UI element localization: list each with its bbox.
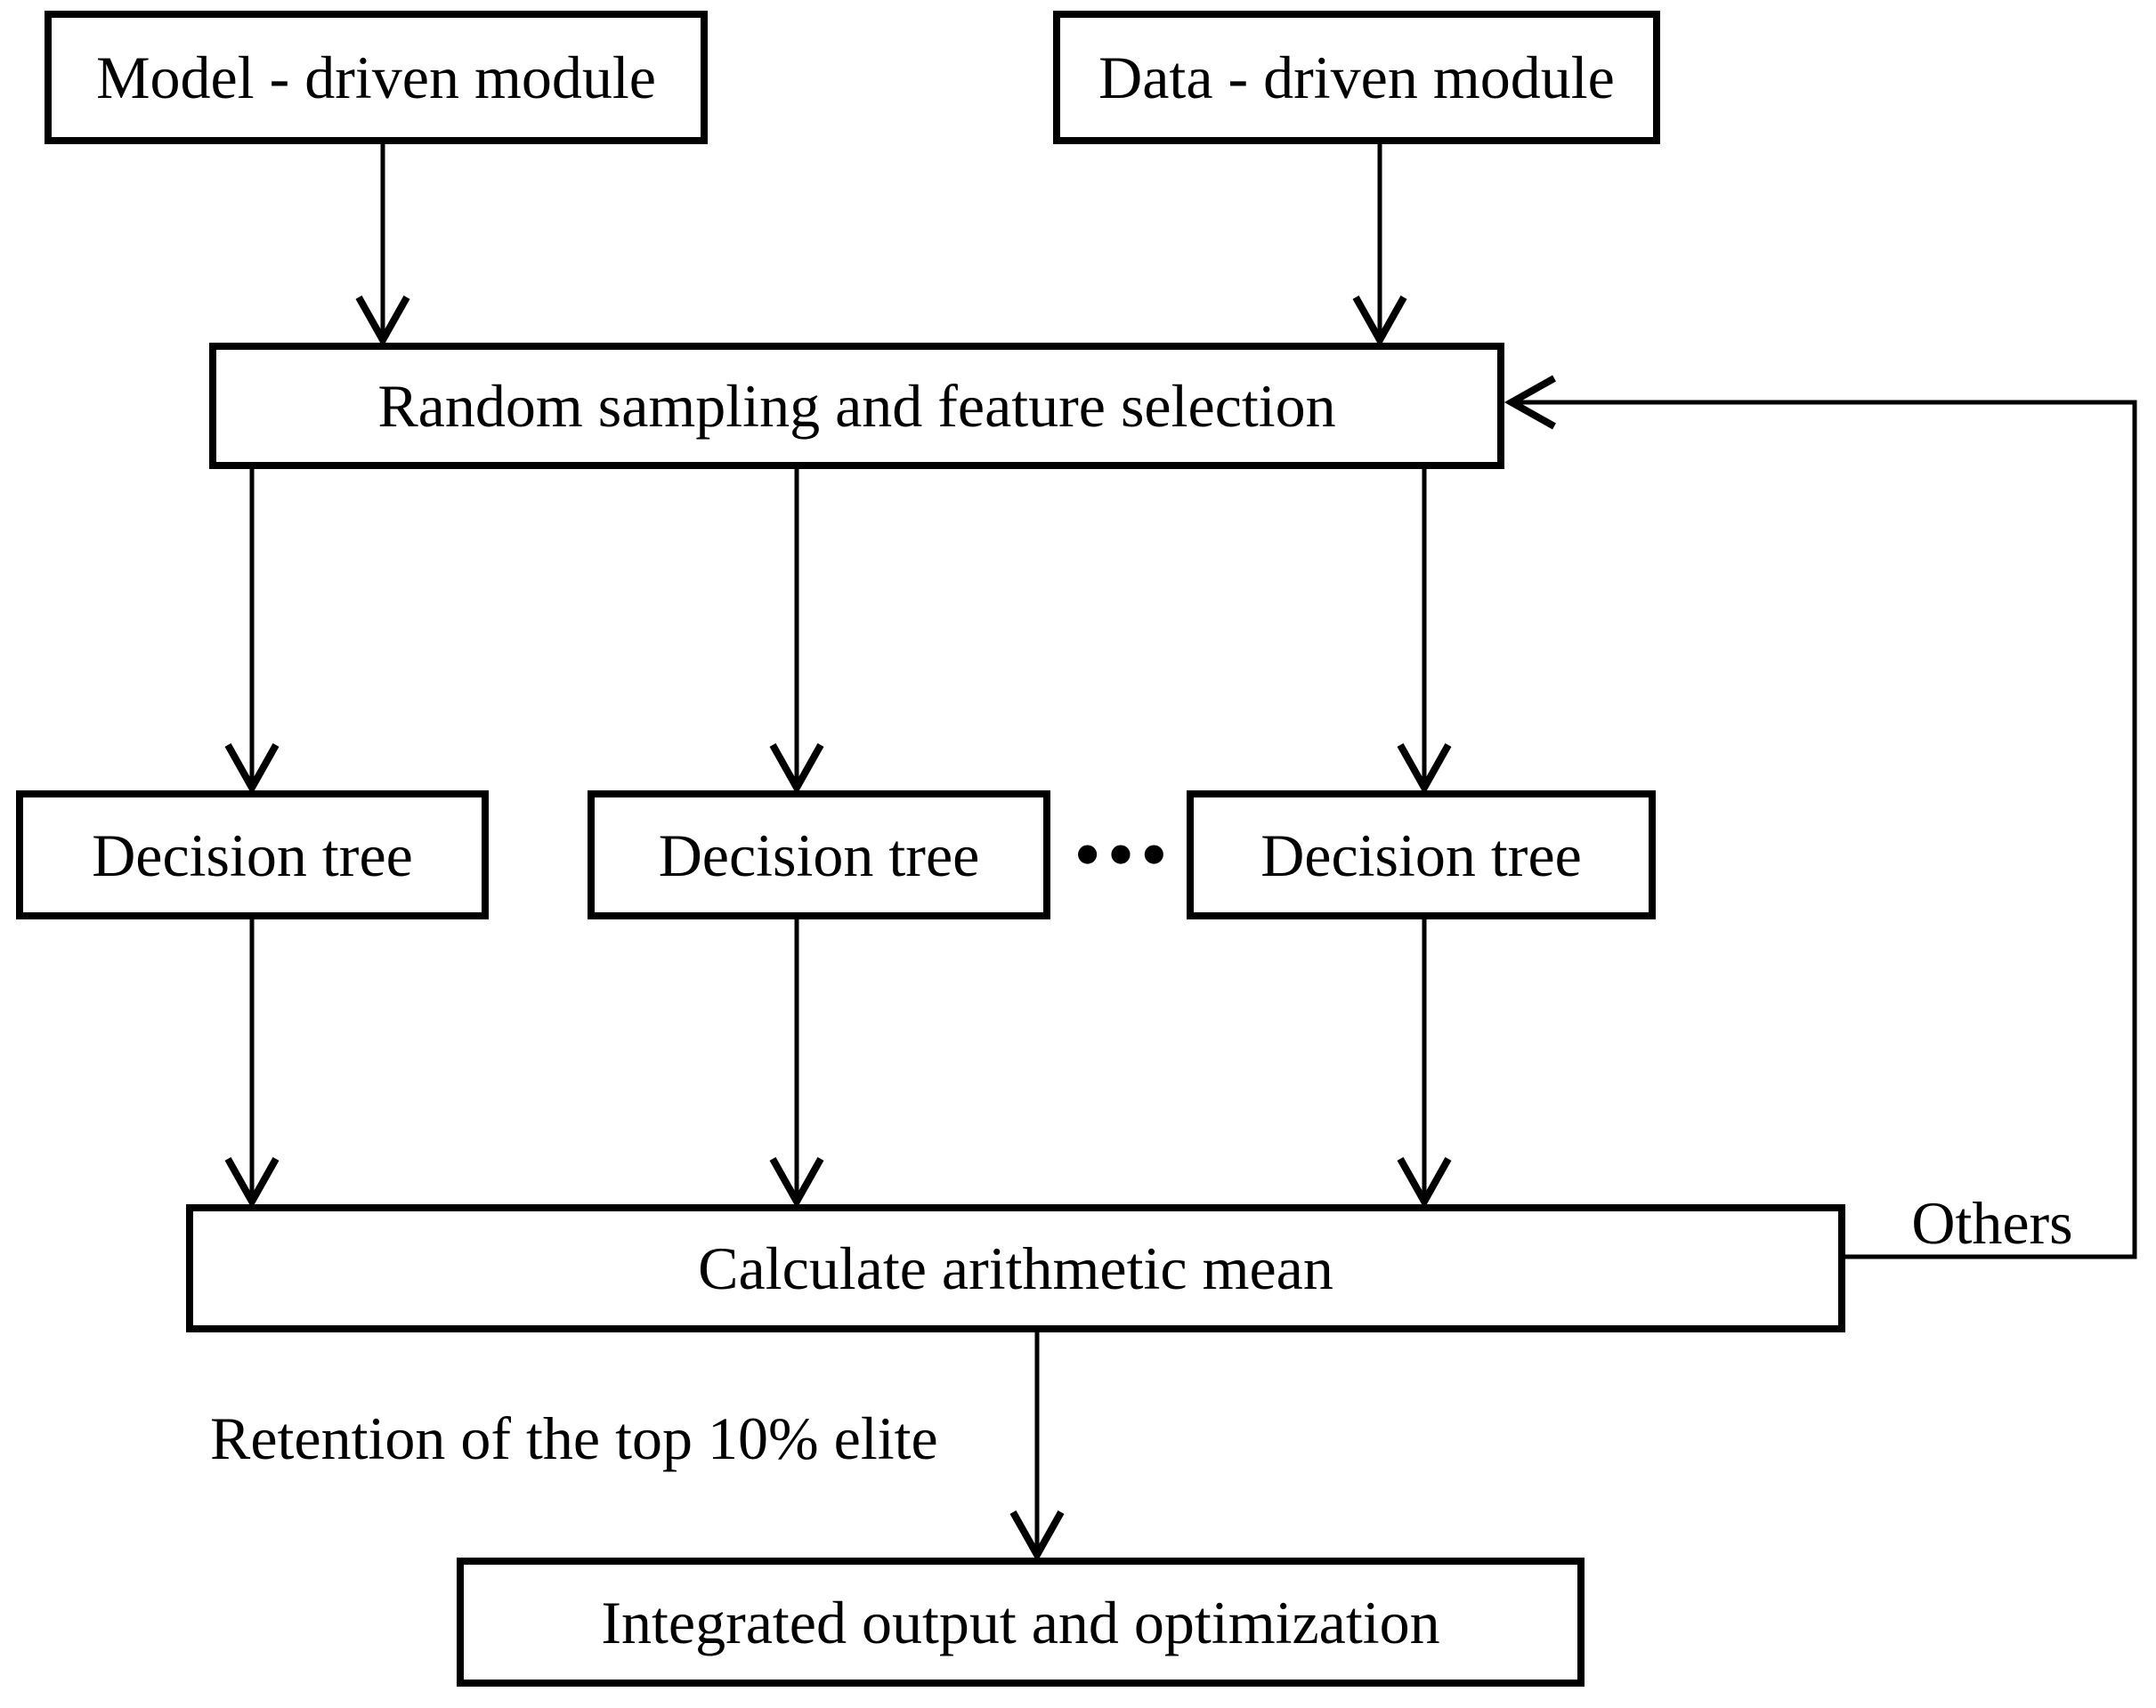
edge-random-to-dt3 — [1397, 469, 1452, 796]
node-integrated-output-optimization: Integrated output and optimization — [457, 1558, 1585, 1687]
node-data-driven-module: Data - driven module — [1053, 11, 1660, 144]
node-decision-tree-2: Decision tree — [588, 790, 1050, 919]
node-decision-tree-1: Decision tree — [16, 790, 489, 919]
node-random-sampling-feature-selection: Random sampling and feature selection — [209, 343, 1504, 469]
edge-random-to-dt1 — [224, 469, 280, 796]
node-label: Calculate arithmetic mean — [698, 1234, 1333, 1302]
node-model-driven-module: Model - driven module — [45, 11, 708, 144]
arrowhead-down-icon — [224, 743, 280, 796]
node-calculate-arithmetic-mean: Calculate arithmetic mean — [186, 1204, 1845, 1332]
arrowhead-down-icon — [355, 295, 410, 348]
node-label: Integrated output and optimization — [601, 1588, 1440, 1656]
edge-dt3-to-calc — [1397, 919, 1452, 1210]
node-label: Decision tree — [658, 821, 980, 889]
arrowhead-down-icon — [1397, 743, 1452, 796]
arrowhead-down-icon — [769, 743, 824, 796]
arrowhead-down-icon — [1352, 295, 1407, 348]
edge-dt1-to-calc — [224, 919, 280, 1210]
arrowhead-left-icon — [1504, 375, 1556, 430]
edge-dt2-to-calc — [769, 919, 824, 1210]
arrowhead-down-icon — [224, 1157, 280, 1210]
edge-others-feedback-to-random — [1504, 375, 2137, 1259]
arrowhead-down-icon — [769, 1157, 824, 1210]
edge-data-to-random — [1352, 144, 1407, 348]
arrowhead-down-icon — [1397, 1157, 1452, 1210]
node-label: Random sampling and feature selection — [377, 372, 1336, 440]
edge-model-to-random — [355, 144, 410, 348]
node-label: Model - driven module — [96, 44, 656, 111]
edge-label-retention-top-10-percent-elite: Retention of the top 10% elite — [210, 1404, 938, 1472]
node-label: Data - driven module — [1098, 44, 1615, 111]
edge-label-others: Others — [1911, 1189, 2073, 1257]
node-label: Decision tree — [92, 821, 413, 889]
ellipsis-dots: ··· — [1067, 790, 1173, 919]
node-label: Decision tree — [1260, 821, 1582, 889]
edge-random-to-dt2 — [769, 469, 824, 796]
edge-calc-to-integrated — [1009, 1332, 1065, 1563]
arrowhead-down-icon — [1009, 1510, 1065, 1563]
node-decision-tree-3: Decision tree — [1187, 790, 1656, 919]
